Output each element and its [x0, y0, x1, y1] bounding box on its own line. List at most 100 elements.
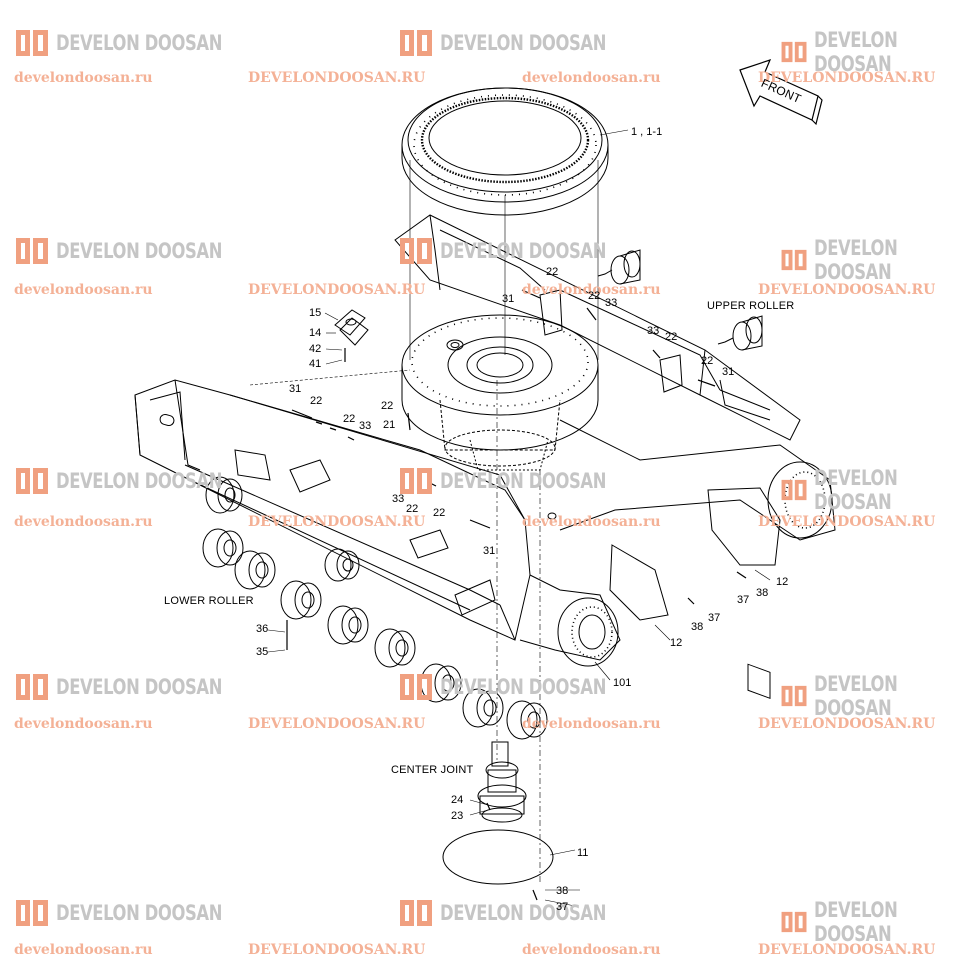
develon-logo-icon [16, 900, 48, 926]
label-part-22: 22 [406, 503, 419, 515]
watermark-url: develondoosan.ru [522, 282, 661, 298]
watermark-logo: DEVELON DOOSAN [14, 672, 269, 702]
travel-motor-cover-right [707, 487, 781, 566]
watermark-logo: DEVELON DOOSAN [14, 898, 269, 928]
watermark-url: DEVELONDOOSAN.RU [758, 716, 936, 732]
track-frame-upper [394, 214, 801, 699]
watermark-brand-text: DEVELON DOOSAN [56, 675, 223, 699]
develon-logo-icon [781, 249, 807, 271]
watermark-logo: DEVELON DOOSAN [14, 236, 269, 266]
lower-rollers [202, 476, 548, 740]
watermark-url: develondoosan.ru [522, 514, 661, 530]
develon-logo-icon [16, 238, 48, 264]
upper-roller-2 [717, 315, 763, 351]
label-part-37: 37 [737, 594, 750, 606]
watermark-logo: DEVELON DOOSAN [780, 236, 980, 284]
label-part-12: 12 [776, 576, 789, 588]
watermark-url: develondoosan.ru [522, 942, 661, 958]
watermark-url: DEVELONDOOSAN.RU [248, 716, 426, 732]
develon-logo-icon [400, 30, 432, 56]
travel-motor-cover-left [609, 544, 669, 621]
label-part-33: 33 [647, 325, 660, 337]
watermark-logo: DEVELON DOOSAN [14, 466, 269, 496]
frame-side-leg [519, 419, 836, 667]
watermark-brand-text: DEVELON DOOSAN [814, 236, 898, 284]
label-part-42: 42 [309, 343, 322, 355]
label-part-31: 31 [289, 383, 302, 395]
track-frame-lower [134, 379, 531, 641]
watermark-brand-text: DEVELON DOOSAN [814, 898, 898, 946]
label-part-33: 33 [359, 420, 372, 432]
watermark-brand-text: DEVELON DOOSAN [440, 31, 607, 55]
develon-logo-icon [400, 238, 432, 264]
caption-lower-roller: LOWER ROLLER [164, 595, 254, 607]
develon-logo-icon [16, 674, 48, 700]
watermark-brand-text: DEVELON DOOSAN [56, 239, 223, 263]
watermark-logo: DEVELON DOOSAN [398, 898, 653, 928]
label-part-41: 41 [309, 358, 322, 370]
watermark-url: DEVELONDOOSAN.RU [248, 70, 426, 86]
develon-logo-icon [781, 41, 807, 63]
caption-upper-roller: UPPER ROLLER [707, 300, 795, 312]
label-part-22: 22 [588, 290, 601, 302]
label-part-101: 101 [613, 677, 632, 689]
cover-gasket [334, 309, 369, 346]
develon-logo-icon [400, 900, 432, 926]
label-part-1: 1 , 1-1 [631, 126, 663, 138]
watermark-logo: DEVELON DOOSAN [780, 28, 980, 76]
watermark-url: DEVELONDOOSAN.RU [758, 514, 936, 530]
develon-logo-icon [400, 468, 432, 494]
watermark-logo: DEVELON DOOSAN [780, 672, 980, 720]
watermark-url: DEVELONDOOSAN.RU [248, 514, 426, 530]
label-part-38: 38 [691, 621, 704, 633]
turntable-body [401, 314, 599, 471]
watermark-logo: DEVELON DOOSAN [398, 28, 653, 58]
label-part-36: 36 [256, 623, 269, 635]
label-part-15: 15 [309, 307, 322, 319]
watermark-url: DEVELONDOOSAN.RU [248, 942, 426, 958]
watermark-brand-text: DEVELON DOOSAN [814, 28, 898, 76]
watermark-brand-text: DEVELON DOOSAN [440, 901, 607, 925]
develon-logo-icon [400, 674, 432, 700]
upper-roller-1 [597, 249, 641, 285]
label-part-12: 12 [670, 637, 683, 649]
label-part-37: 37 [708, 612, 721, 624]
watermark-logo: DEVELON DOOSAN [780, 898, 980, 946]
label-part-38: 38 [756, 587, 769, 599]
watermark-logo: DEVELON DOOSAN [398, 236, 653, 266]
develon-logo-icon [781, 685, 807, 707]
watermark-brand-text: DEVELON DOOSAN [56, 901, 223, 925]
label-part-22: 22 [546, 266, 559, 278]
watermark-url: develondoosan.ru [14, 282, 153, 298]
watermark-url: develondoosan.ru [522, 70, 661, 86]
label-part-22: 22 [433, 507, 446, 519]
label-part-21: 21 [383, 419, 396, 431]
center-joint [477, 741, 527, 823]
label-part-11: 11 [577, 847, 589, 859]
label-part-33: 33 [605, 297, 618, 309]
label-part-22: 22 [381, 400, 394, 412]
watermark-url: DEVELONDOOSAN.RU [758, 282, 936, 298]
label-part-22: 22 [665, 331, 678, 343]
watermark-brand-text: DEVELON DOOSAN [440, 469, 607, 493]
leader-lines [249, 129, 771, 907]
label-part-31: 31 [722, 366, 735, 378]
watermark-url: DEVELONDOOSAN.RU [248, 282, 426, 298]
label-part-24: 24 [451, 794, 464, 806]
front-arrow-icon [739, 59, 823, 126]
develon-logo-icon [781, 911, 807, 933]
watermark-brand-text: DEVELON DOOSAN [814, 466, 898, 514]
watermark-logo: DEVELON DOOSAN [398, 672, 653, 702]
watermark-logo: DEVELON DOOSAN [780, 466, 980, 514]
watermark-brand-text: DEVELON DOOSAN [440, 239, 607, 263]
bolts [286, 289, 747, 901]
develon-logo-icon [16, 30, 48, 56]
watermark-url: develondoosan.ru [14, 70, 153, 86]
label-part-38: 38 [556, 885, 569, 897]
watermark-logo: DEVELON DOOSAN [398, 466, 653, 496]
label-part-33: 33 [392, 493, 405, 505]
watermark-brand-text: DEVELON DOOSAN [440, 675, 607, 699]
watermark-url: develondoosan.ru [522, 716, 661, 732]
label-part-31: 31 [483, 545, 496, 557]
